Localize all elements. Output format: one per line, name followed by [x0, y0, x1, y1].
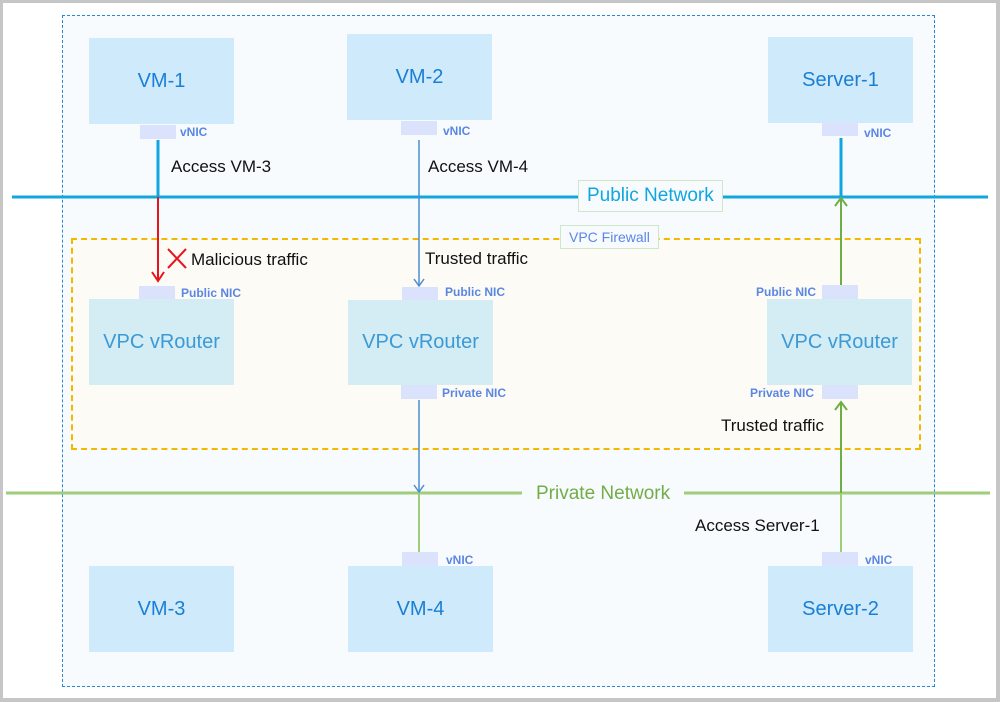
vm-2-label: VM-2	[395, 65, 444, 88]
router-1-public-nic	[139, 286, 175, 300]
server-1-label: Server-1	[802, 68, 879, 91]
vm-1-label: VM-1	[137, 69, 186, 92]
server-2-label: Server-2	[802, 597, 879, 620]
router-2-private-nic	[401, 385, 437, 399]
vrouter-1-label: VPC vRouter	[103, 330, 220, 353]
vm-2-vnic-label: vNIC	[443, 124, 471, 138]
vm-4-vnic	[402, 552, 438, 566]
vrouter-2-label: VPC vRouter	[362, 331, 479, 353]
trusted-traffic-label-1: Trusted traffic	[425, 249, 528, 268]
vrouter-3-label: VPC vRouter	[781, 330, 898, 353]
router-3-private-nic	[822, 385, 858, 399]
vm-2-vnic	[401, 121, 437, 135]
server-2-vnic-label: vNIC	[865, 553, 893, 567]
router-3-private-nic-label: Private NIC	[750, 386, 815, 400]
server-1-node[interactable]: Server-1	[768, 37, 913, 123]
server-2-vnic	[822, 552, 858, 566]
router-2-public-nic-label: Public NIC	[445, 285, 506, 299]
vm-2-node[interactable]: VM-2	[347, 34, 492, 120]
vrouter-2[interactable]: VPC vRouter	[348, 300, 493, 385]
router-3-public-nic	[822, 285, 858, 299]
vm-1-vnic	[140, 125, 176, 139]
vm-1-vnic-label: vNIC	[180, 125, 208, 139]
vm-4-node[interactable]: VM-4	[348, 566, 493, 652]
server-2-node[interactable]: Server-2	[768, 566, 913, 652]
malicious-traffic-label: Malicious traffic	[191, 250, 308, 269]
vm-1-node[interactable]: VM-1	[89, 38, 234, 124]
server-1-vnic	[822, 122, 858, 136]
access-vm3-label: Access VM-3	[171, 157, 272, 176]
vm-4-vnic-label: vNIC	[446, 553, 474, 567]
vrouter-1[interactable]: VPC vRouter	[89, 299, 234, 385]
router-2-private-nic-label: Private NIC	[442, 386, 507, 400]
router-1-public-nic-label: Public NIC	[181, 286, 242, 300]
vpc-firewall-label: VPC Firewall	[560, 225, 659, 249]
vm-4-label: VM-4	[396, 597, 445, 620]
vm-3-label: VM-3	[137, 597, 186, 620]
router-2-public-nic	[402, 287, 438, 301]
public-network-label: Public Network	[578, 180, 723, 212]
server-1-vnic-label: vNIC	[864, 126, 892, 140]
access-server1-label: Access Server-1	[695, 516, 820, 535]
router-3-public-nic-label: Public NIC	[756, 285, 817, 299]
vrouter-3[interactable]: VPC vRouter	[767, 299, 912, 385]
trusted-traffic-label-2: Trusted traffic	[721, 416, 824, 435]
vm-3-node[interactable]: VM-3	[89, 566, 234, 652]
access-vm4-label: Access VM-4	[428, 157, 529, 176]
private-network-label: Private Network	[522, 480, 685, 508]
